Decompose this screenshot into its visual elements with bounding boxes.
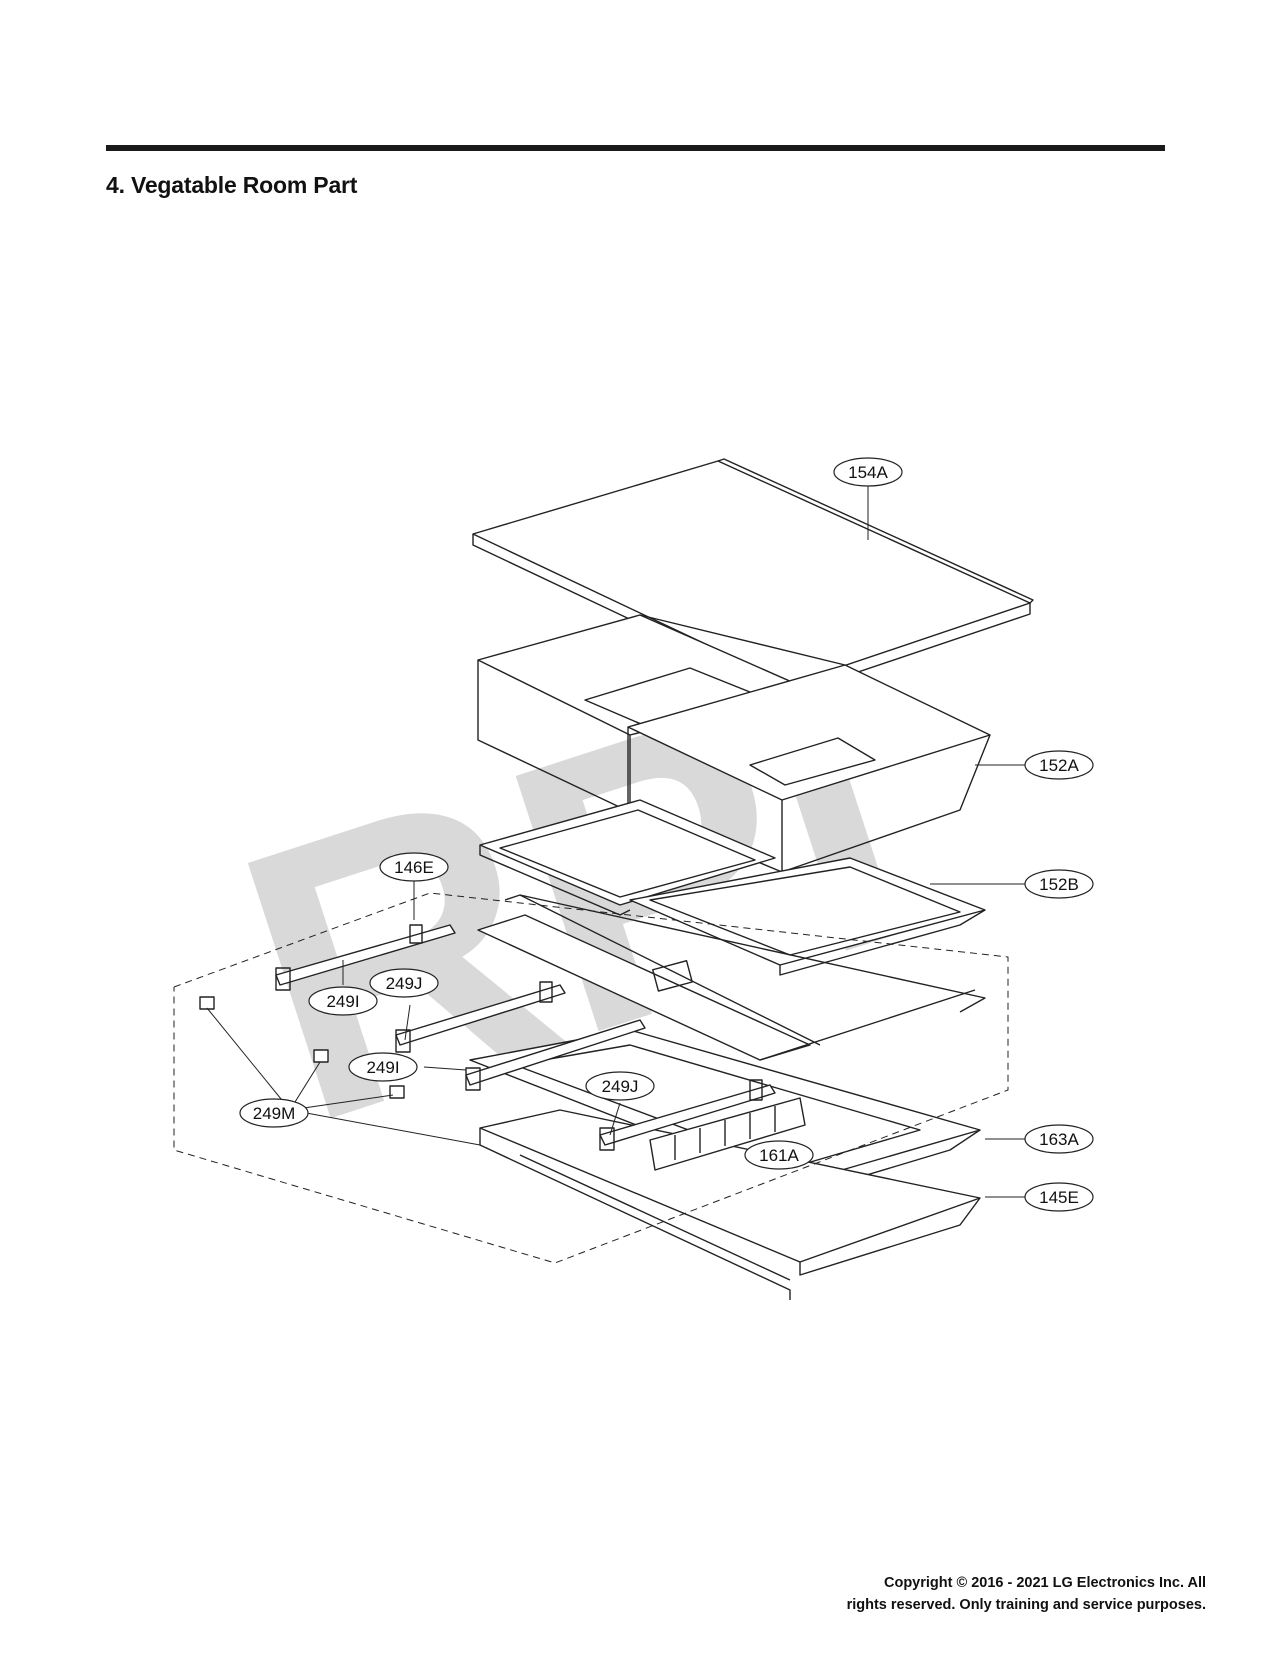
leader-lines bbox=[206, 486, 1025, 1198]
drawer-frame-part bbox=[479, 1109, 981, 1300]
callout-145E: 145E bbox=[1039, 1188, 1079, 1207]
callout-152A: 152A bbox=[1039, 756, 1079, 775]
callout-146E: 146E bbox=[394, 858, 434, 877]
assembly-group-boundary bbox=[173, 892, 1009, 1264]
copyright-line-1: Copyright © 2016 - 2021 LG Electronics I… bbox=[884, 1575, 1206, 1591]
copyright-notice: Copyright © 2016 - 2021 LG Electronics I… bbox=[686, 1572, 1206, 1616]
clips-part bbox=[199, 996, 405, 1099]
callout-152B: 152B bbox=[1039, 875, 1079, 894]
callout-249I-upper: 249I bbox=[326, 992, 359, 1011]
callout-249J-lower: 249J bbox=[602, 1077, 639, 1096]
callout-bubbles bbox=[239, 457, 1094, 1212]
slide-rails-part bbox=[275, 924, 776, 1151]
divider-part bbox=[649, 1097, 806, 1171]
copyright-line-2: rights reserved. Only training and servi… bbox=[846, 1597, 1206, 1613]
callout-249I-lower: 249I bbox=[366, 1058, 399, 1077]
callout-249M: 249M bbox=[253, 1104, 296, 1123]
callout-249J-upper: 249J bbox=[386, 974, 423, 993]
page-title: 4. Vegatable Room Part bbox=[106, 172, 358, 198]
shelf-frame-part bbox=[477, 894, 986, 1061]
callout-161A: 161A bbox=[759, 1146, 799, 1165]
crisper-drawers-part bbox=[477, 614, 991, 873]
callout-154A: 154A bbox=[848, 463, 888, 482]
header-rule bbox=[106, 145, 1165, 151]
drawer-cover-frame-part bbox=[479, 799, 986, 976]
callout-163A: 163A bbox=[1039, 1130, 1079, 1149]
